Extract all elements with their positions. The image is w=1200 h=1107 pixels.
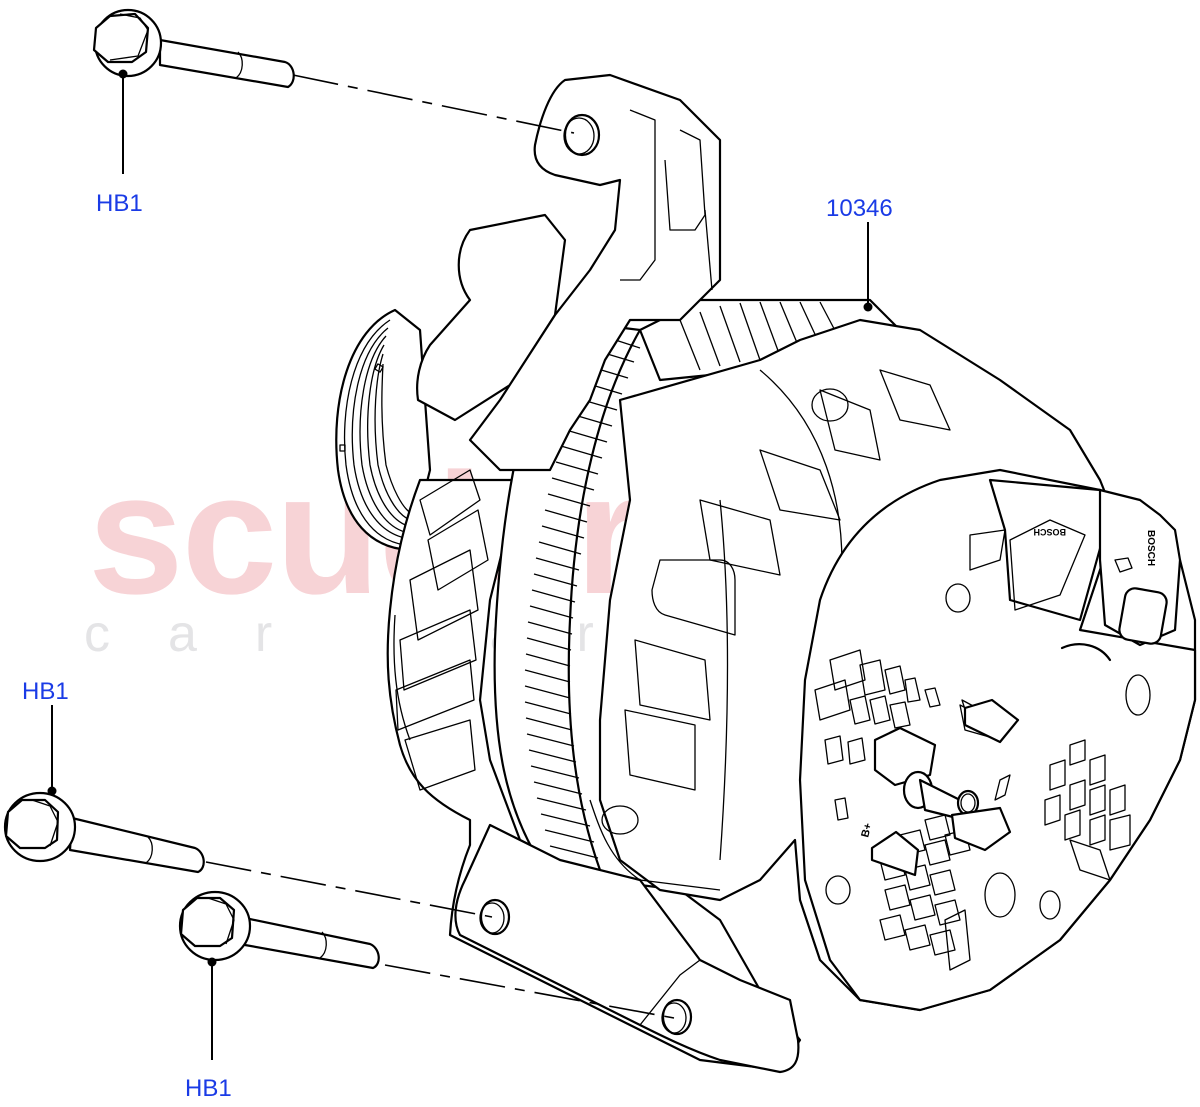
regulator-connector [969, 478, 1182, 647]
upper-mounting-ear [416, 73, 722, 472]
b-plus-terminal [873, 726, 1012, 852]
callout-hb1-top[interactable]: HB1 [96, 190, 143, 217]
centerline-middle [205, 861, 493, 918]
bolt-top[interactable] [92, 8, 295, 89]
terminal-marking: B+ [859, 822, 874, 839]
callout-hb1-bottom[interactable]: HB1 [185, 1075, 232, 1102]
bolt-middle[interactable] [3, 791, 205, 874]
brand-marking-face: BOSCH [1033, 527, 1066, 537]
centerline-bottom [384, 964, 675, 1019]
callout-10346-alternator[interactable]: 10346 [826, 195, 893, 222]
leader-lines [47, 69, 873, 1060]
centerline-top [292, 74, 575, 134]
pulley [335, 308, 432, 552]
brand-marking-connector: BOSCH [1145, 530, 1156, 566]
lower-mounting-ear [454, 823, 800, 1074]
bolt-bottom[interactable] [178, 890, 380, 970]
callout-hb1-middle[interactable]: HB1 [22, 678, 69, 705]
